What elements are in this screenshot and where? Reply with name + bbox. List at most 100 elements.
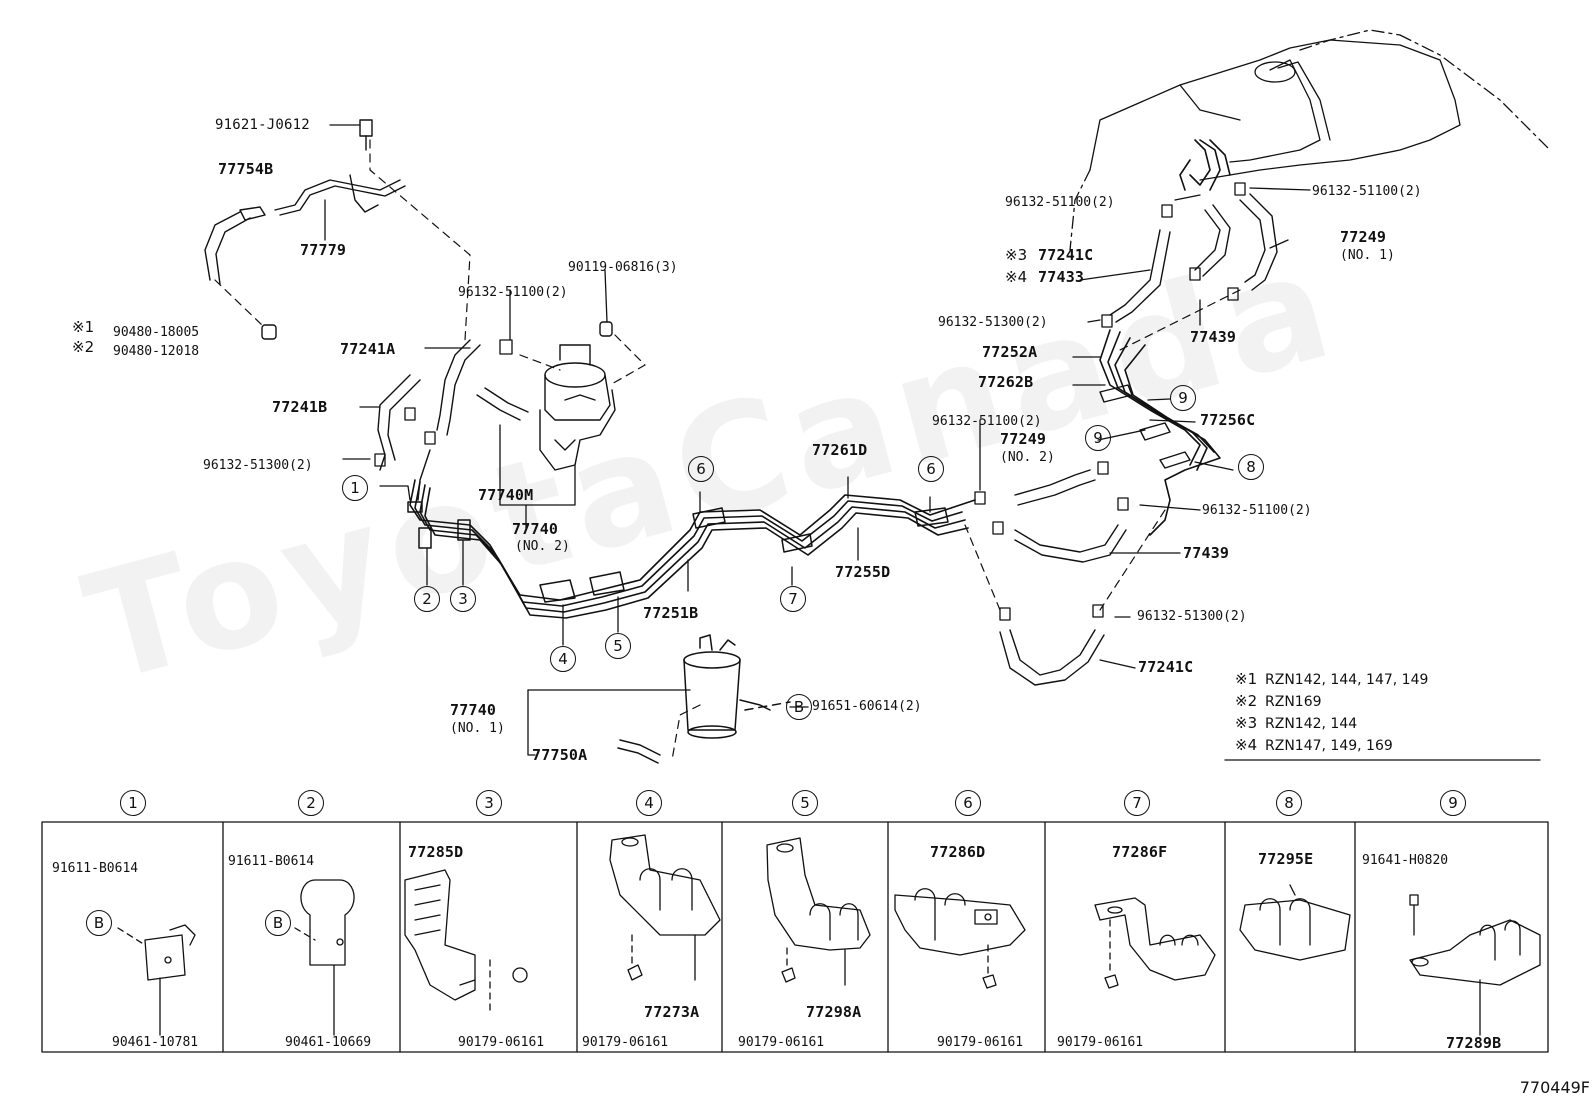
callout-96132-top: 96132-51100(2) <box>458 285 568 300</box>
table-part-4 <box>609 834 721 981</box>
callout-77754B: 77754B <box>218 160 274 178</box>
hose-assembly-top-left <box>204 119 613 340</box>
cell-7-bottom: 90179-06161 <box>1057 1035 1144 1050</box>
callout-77249: 77249 <box>1340 228 1387 246</box>
cell-6-top: 77286D <box>930 843 986 861</box>
circled-9-b: 9 <box>1085 425 1111 451</box>
cell-9-bottom: 77289B <box>1446 1034 1502 1052</box>
dash-leaders-left <box>214 139 701 761</box>
callout-96132-tr2: 96132-51100(2) <box>1312 184 1422 199</box>
callout-96132-mid: 96132-51100(2) <box>932 414 1042 429</box>
note-3-mark: ※3 <box>1235 714 1258 732</box>
callout-77262B: 77262B <box>978 373 1034 391</box>
fuel-lines-right-clamps <box>1099 384 1191 469</box>
callout-77252A: 77252A <box>982 343 1038 361</box>
note-1-mark: ※1 <box>1235 670 1258 688</box>
callout-77740-no2: (NO. 2) <box>515 539 570 554</box>
note-4-text: RZN147, 149, 169 <box>1265 738 1393 754</box>
callout-77433: 77433 <box>1038 268 1085 286</box>
table-header-2: 2 <box>298 790 324 816</box>
fuel-tank <box>1069 29 1551 251</box>
table-header-7: 7 <box>1124 790 1150 816</box>
cell-1-top: 91611-B0614 <box>52 861 139 876</box>
callout-77241B: 77241B <box>272 398 328 416</box>
cell-9-top: 91641-H0820 <box>1362 853 1449 868</box>
circled-1: 1 <box>342 475 368 501</box>
tank-pipes <box>1179 139 1231 191</box>
table-part-8 <box>1239 884 1351 961</box>
callout-77249-no2-sub: (NO. 2) <box>1000 450 1055 465</box>
callout-77740: 77740 <box>512 520 559 538</box>
table-part-7 <box>1094 897 1216 989</box>
hoses-upper-right <box>1109 193 1278 323</box>
table-header-1: 1 <box>120 790 146 816</box>
cell-8-top: 77295E <box>1258 850 1314 868</box>
callout-77249-no2: 77249 <box>1000 430 1047 448</box>
note-2-mark: ※2 <box>1235 692 1258 710</box>
fuel-lines-center-clamps <box>407 501 949 603</box>
callout-91651: 91651-60614(2) <box>812 699 922 714</box>
callout-96132-left: 96132-51300(2) <box>203 458 313 473</box>
cell-2-top: 91611-B0614 <box>228 854 315 869</box>
table-header-3: 3 <box>476 790 502 816</box>
circled-8: 8 <box>1238 454 1264 480</box>
dash-leaders-right <box>964 289 1241 611</box>
cell-3-top: 77285D <box>408 843 464 861</box>
circled-3: 3 <box>450 586 476 612</box>
marker-2-a: ※2 <box>72 338 95 356</box>
circled-B-main: B <box>786 694 812 720</box>
circled-4: 4 <box>550 646 576 672</box>
table-part-3 <box>404 869 528 1011</box>
charcoal-canister <box>539 344 616 471</box>
diagram-code: 770449F <box>1519 1078 1590 1097</box>
cell-5-top: 77298A <box>806 1003 862 1021</box>
callout-77256C: 77256C <box>1200 411 1256 429</box>
callout-77255D: 77255D <box>835 563 891 581</box>
table-header-8: 8 <box>1276 790 1302 816</box>
hoses-left <box>377 339 529 501</box>
callout-96132-tr1: 96132-51100(2) <box>1005 195 1115 210</box>
table-part-5 <box>766 837 871 986</box>
circled-5: 5 <box>605 633 631 659</box>
clamps-left <box>374 339 513 467</box>
cell-4-top: 77273A <box>644 1003 700 1021</box>
table-header-4: 4 <box>636 790 662 816</box>
table-header-5: 5 <box>792 790 818 816</box>
marker-1-a: ※1 <box>72 318 95 336</box>
circled-6-a: 6 <box>688 456 714 482</box>
cell-4-bottom: 90179-06161 <box>582 1035 669 1050</box>
callout-77439-top: 77439 <box>1190 328 1237 346</box>
callout-77261D: 77261D <box>812 441 868 459</box>
table-header-6: 6 <box>955 790 981 816</box>
cell-1-bottom: 90461-10781 <box>112 1035 199 1050</box>
marker-3-a: ※3 <box>1005 246 1028 264</box>
label-brackets <box>324 124 1541 761</box>
callout-77241A: 77241A <box>340 340 396 358</box>
clamps-mid-right <box>974 461 1129 621</box>
callout-77249-no1: (NO. 1) <box>1340 248 1395 263</box>
callout-77241C-top: 77241C <box>1038 246 1094 264</box>
table-part-6 <box>894 888 1026 989</box>
note-3-text: RZN142, 144 <box>1265 716 1358 732</box>
callout-90480-18005: 90480-18005 <box>113 325 200 340</box>
callout-96132-r3: 96132-51300(2) <box>1137 609 1247 624</box>
callout-77740M: 77740M <box>478 486 534 504</box>
cell-6-bottom: 90179-06161 <box>937 1035 1024 1050</box>
cell-7-top: 77286F <box>1112 843 1168 861</box>
callout-90119: 90119-06816(3) <box>568 260 678 275</box>
note-2-text: RZN169 <box>1265 694 1322 710</box>
note-1-text: RZN142, 144, 147, 149 <box>1265 672 1429 688</box>
circled-7: 7 <box>780 586 806 612</box>
table-part-2 <box>294 879 355 1036</box>
callout-77251B: 77251B <box>643 604 699 622</box>
table-part-1 <box>117 924 196 1036</box>
marker-4-a: ※4 <box>1005 268 1028 286</box>
callout-96132-r1: 96132-51300(2) <box>938 315 1048 330</box>
circled-9-a: 9 <box>1170 385 1196 411</box>
note-4-mark: ※4 <box>1235 736 1258 754</box>
callout-96132-r2: 96132-51100(2) <box>1202 503 1312 518</box>
table-part-9 <box>1409 894 1541 1036</box>
cell-3-bottom: 90179-06161 <box>458 1035 545 1050</box>
